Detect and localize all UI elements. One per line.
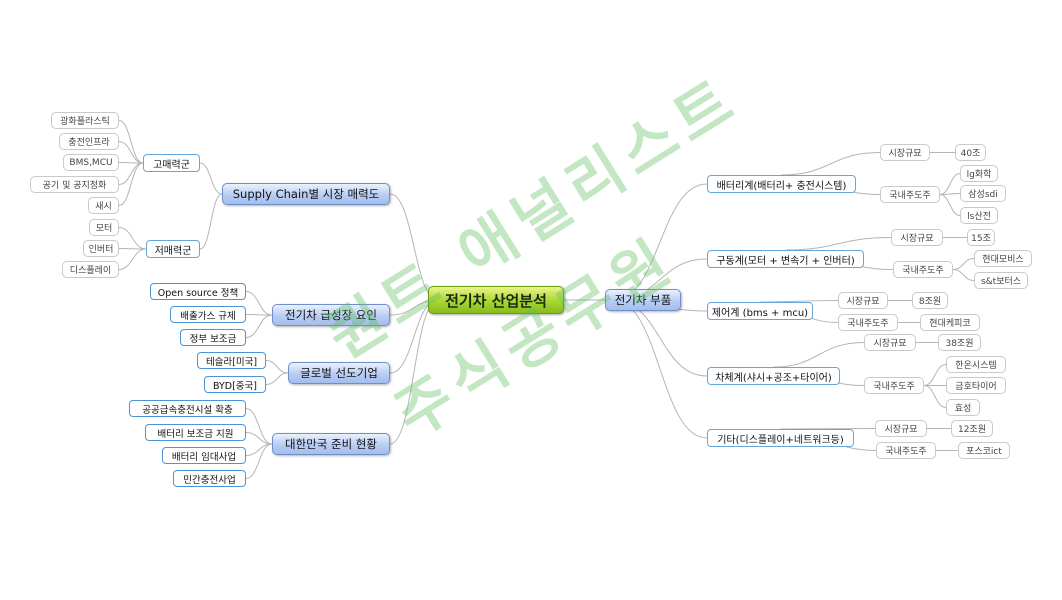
connector-leaf-display	[118, 248, 147, 270]
topic-growth-factors[interactable]: 전기차 급성장 요인	[272, 304, 390, 326]
connector-item-byd	[265, 372, 289, 385]
leaf-drive-stock-label[interactable]: 국내주도주	[893, 261, 953, 278]
topic-korea-status[interactable]: 대한만국 준비 현황	[272, 433, 390, 455]
connector-leaf-drive-size-label	[785, 237, 892, 251]
connector-leaf-stock-snt-motiv	[952, 269, 975, 281]
leaf-etc-stock-label[interactable]: 국내주도주	[876, 442, 936, 459]
leaf-stock-hanon[interactable]: 한온시스템	[946, 356, 1006, 373]
connector-leaf-chassis-size-label	[773, 342, 865, 368]
item-public-charging[interactable]: 공공급속충전시설 확충	[129, 400, 246, 417]
leaf-stock-samsung-sdi[interactable]: 삼성sdi	[960, 185, 1006, 202]
subtopic-chassis[interactable]: 차체계(샤시+공조+타이어)	[707, 367, 840, 385]
connector-subtopic-high-attractiveness	[199, 162, 223, 195]
leaf-stock-hyundai-mobis[interactable]: 현대모비스	[974, 250, 1032, 267]
leaf-charging-infra[interactable]: 충전인프라	[59, 133, 119, 150]
leaf-control-size[interactable]: 8조원	[912, 292, 948, 309]
connector-topic-supply-chain	[389, 193, 439, 301]
leaf-battery-size-label[interactable]: 시장규묘	[880, 144, 930, 161]
item-subsidy[interactable]: 정부 보조금	[180, 329, 246, 346]
item-open-source[interactable]: Open source 정책	[150, 283, 246, 300]
leaf-battery-stock-label[interactable]: 국내주도주	[880, 186, 940, 203]
connector-item-battery-subsidy	[245, 432, 273, 445]
leaf-chassis-size[interactable]: 38조원	[938, 334, 981, 351]
leaf-stock-kumho-tire[interactable]: 금호타이어	[946, 377, 1006, 394]
connector-leaf-chassis	[118, 162, 144, 206]
connector-leaf-stock-lg-chem	[939, 173, 961, 195]
topic-ev-parts[interactable]: 전기차 부품	[605, 289, 681, 311]
item-private-charging[interactable]: 민간충전사업	[173, 470, 246, 487]
connector-leaf-stock-ls-electric	[939, 194, 961, 216]
leaf-control-stock-label[interactable]: 국내주도주	[838, 314, 898, 331]
leaf-drive-size-label[interactable]: 시장규묘	[891, 229, 943, 246]
connector-leaf-stock-hyosung	[923, 385, 947, 408]
connector-leaf-battery-size-label	[781, 152, 881, 176]
connector-leaf-stock-hyundai-mobis	[952, 258, 975, 270]
connector-leaf-motor	[118, 227, 147, 250]
root-topic[interactable]: 전기차 산업분석	[428, 286, 564, 314]
leaf-display[interactable]: 디스플레이	[62, 261, 119, 278]
leaf-chassis[interactable]: 새시	[88, 197, 119, 214]
connector-leaf-bms-mcu	[118, 162, 144, 164]
connector-leaf-air-purify	[118, 162, 144, 185]
leaf-stock-hyundai-kefico[interactable]: 현대케피코	[920, 314, 980, 331]
connector-topic-korea-status	[389, 299, 439, 445]
connector-item-tesla	[265, 360, 289, 374]
connector-subtopic-low-attractiveness	[199, 193, 223, 250]
connector-leaf-inverter	[118, 248, 147, 250]
item-emission[interactable]: 배출가스 규제	[170, 306, 246, 323]
subtopic-control[interactable]: 제어계 (bms + mcu)	[707, 302, 813, 320]
item-byd[interactable]: BYD[중국]	[204, 376, 266, 393]
leaf-etc-size[interactable]: 12조원	[951, 420, 993, 437]
connector-subtopic-battery	[612, 183, 708, 301]
topic-global-leaders[interactable]: 글로벌 선도기업	[288, 362, 390, 384]
leaf-air-purify[interactable]: 공기 및 공지정화	[30, 176, 119, 193]
leaf-stock-hyosung[interactable]: 효성	[946, 399, 980, 416]
item-tesla[interactable]: 테슬라[미국]	[197, 352, 266, 369]
connector-item-private-charging	[245, 443, 273, 479]
leaf-chassis-stock-label[interactable]: 국내주도주	[864, 377, 924, 394]
connector-item-open-source	[245, 291, 273, 316]
subtopic-low-attractiveness[interactable]: 저매력군	[146, 240, 200, 258]
leaf-chassis-size-label[interactable]: 시장규묘	[864, 334, 916, 351]
item-battery-subsidy[interactable]: 배터리 보조금 지원	[145, 424, 246, 441]
leaf-etc-size-label[interactable]: 시장규묘	[875, 420, 927, 437]
leaf-inverter[interactable]: 인버터	[83, 240, 119, 257]
leaf-control-size-label[interactable]: 시장규묘	[838, 292, 888, 309]
subtopic-drive[interactable]: 구동계(모터 + 변속기 + 인버터)	[707, 250, 864, 268]
connector-leaf-etc-size-label	[780, 428, 876, 430]
connector-item-emission	[245, 314, 273, 316]
leaf-bms-mcu[interactable]: BMS,MCU	[63, 154, 119, 171]
connector-leaf-charging-infra	[118, 141, 144, 164]
connector-leaf-stock-hanon	[923, 364, 947, 386]
leaf-battery-size[interactable]: 40조	[955, 144, 986, 161]
subtopic-battery[interactable]: 배터리계(배터리+ 충전시스템)	[707, 175, 856, 193]
leaf-stock-snt-motiv[interactable]: s&t보터스	[974, 272, 1028, 289]
subtopic-high-attractiveness[interactable]: 고매력군	[143, 154, 200, 172]
connector-leaf-control-size-label	[759, 300, 839, 303]
leaf-stock-lg-chem[interactable]: lg화학	[960, 165, 998, 182]
leaf-optical-plastic[interactable]: 광화플라스틱	[51, 112, 119, 129]
connector-item-public-charging	[245, 408, 273, 445]
connector-subtopic-chassis	[612, 299, 708, 377]
connector-item-subsidy	[245, 314, 273, 338]
topic-supply-chain[interactable]: Supply Chain별 시장 매력도	[222, 183, 390, 205]
leaf-motor[interactable]: 모터	[89, 219, 119, 236]
leaf-drive-size[interactable]: 15조	[967, 229, 995, 246]
connector-leaf-optical-plastic	[118, 120, 144, 164]
connector-subtopic-etc	[612, 299, 708, 439]
leaf-stock-ls-electric[interactable]: ls산전	[960, 207, 998, 224]
subtopic-etc[interactable]: 기타(디스플레이+네트워크등)	[707, 429, 854, 447]
item-battery-lease[interactable]: 배터리 임대사업	[162, 447, 246, 464]
leaf-stock-posco-ict[interactable]: 포스코ict	[958, 442, 1010, 459]
